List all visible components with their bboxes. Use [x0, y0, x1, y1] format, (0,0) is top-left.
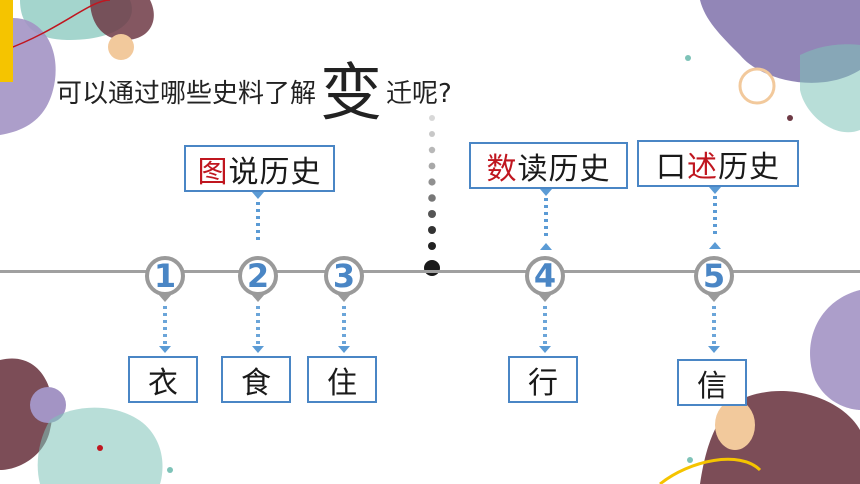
node-number: 2	[246, 257, 270, 295]
timeline-node-2: 2	[238, 256, 278, 296]
title-emphasis: 变	[320, 56, 383, 129]
connector-arrow	[709, 187, 721, 194]
connector-dots	[342, 306, 346, 346]
connector-dots	[543, 306, 547, 346]
item-communication: 信	[677, 359, 747, 406]
connector-arrow	[540, 243, 552, 250]
connector-arrow	[252, 346, 264, 353]
node-number: 5	[702, 257, 726, 295]
connector-arrow	[539, 346, 551, 353]
connector-arrow	[159, 346, 171, 353]
category-pictures-rest: 说历史	[228, 154, 322, 190]
connector-arrow	[709, 242, 721, 249]
item-food: 食	[221, 356, 291, 403]
timeline-node-4: 4	[525, 256, 565, 296]
timeline-node-3: 3	[324, 256, 364, 296]
timeline-line	[0, 270, 860, 273]
category-pictures: 图说历史	[184, 145, 335, 192]
connector-dots	[256, 202, 260, 244]
category-numbers-highlight: 数	[486, 151, 518, 187]
page-title: 可以通过哪些史料了解 变 迁呢?	[56, 58, 452, 124]
connector-dots	[544, 198, 548, 240]
center-dot-line	[424, 115, 440, 276]
connector-arrow	[338, 346, 350, 353]
category-oral: 口述历史	[637, 140, 799, 187]
timeline-node-5: 5	[694, 256, 734, 296]
node-number: 1	[153, 257, 177, 295]
title-prefix: 可以通过哪些史料了解	[56, 79, 317, 109]
node-number: 3	[332, 257, 356, 295]
connector-arrow	[708, 346, 720, 353]
node-number: 4	[533, 257, 557, 295]
item-clothing: 衣	[128, 356, 198, 403]
title-suffix: 迁呢?	[386, 79, 452, 109]
timeline-node-1: 1	[145, 256, 185, 296]
connector-dots	[163, 306, 167, 346]
connector-arrow	[252, 192, 264, 199]
connector-arrow	[540, 189, 552, 196]
connector-dots	[256, 306, 260, 346]
category-numbers: 数读历史	[469, 142, 628, 189]
category-oral-rest: 历史	[718, 149, 780, 185]
category-numbers-rest: 读历史	[517, 151, 611, 187]
item-transport: 行	[508, 356, 578, 403]
category-oral-prefix: 口	[656, 149, 687, 185]
category-pictures-highlight: 图	[197, 154, 229, 190]
category-oral-highlight: 述	[687, 149, 718, 185]
connector-dots	[712, 306, 716, 346]
item-housing: 住	[307, 356, 377, 403]
connector-dots	[713, 196, 717, 238]
